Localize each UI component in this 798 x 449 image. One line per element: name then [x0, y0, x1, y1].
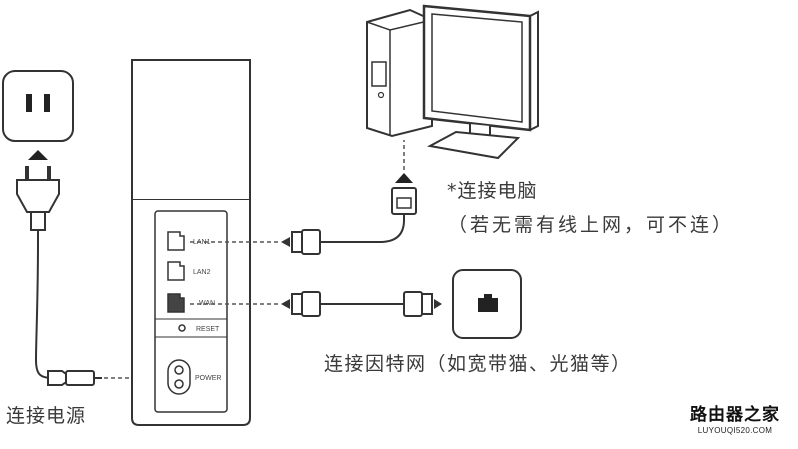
power-jack-label: POWER [195, 375, 221, 382]
power-plug-icon [16, 166, 60, 240]
brand-name: 路由器之家 [690, 405, 780, 425]
internet-label: 连接因特网（如宽带猫、光猫等） [324, 353, 632, 375]
wall-socket-icon [2, 70, 74, 142]
modem-icon [452, 269, 522, 339]
wan-port [167, 293, 185, 313]
power-label: 连接电源 [6, 405, 87, 427]
wan-rj45-plug-icon [291, 291, 321, 317]
lan-arrow-icon [281, 237, 290, 247]
modem-arrow-icon [434, 299, 442, 309]
computer-icon [366, 4, 539, 160]
power-cable [34, 239, 53, 379]
brand-url: LUYOUQI520.COM [697, 426, 773, 435]
computer-arrow-icon [395, 173, 413, 183]
power-jack [167, 359, 191, 395]
lan1-port [167, 231, 185, 251]
wan-arrow-icon [281, 299, 290, 309]
lan-cable [320, 214, 405, 243]
modem-rj45-plug-icon [403, 291, 433, 317]
lan1-port-label: LAN1 [193, 239, 211, 246]
computer-note-label: （若无需有线上网，可不连） [448, 214, 735, 236]
reset-label: RESET [196, 326, 220, 333]
computer-label: *连接电脑 [447, 180, 538, 202]
power-connector-icon [47, 370, 102, 386]
lan2-port [167, 261, 185, 281]
lan2-port-label: LAN2 [193, 269, 211, 276]
socket-arrow-icon [28, 150, 48, 160]
brand-logo: 路由器之家 LUYOUQI520.COM [690, 407, 780, 435]
lan-rj45-plug-icon [291, 229, 321, 255]
router-device [131, 59, 251, 426]
reset-button [178, 324, 186, 332]
computer-rj45-plug-icon [391, 187, 417, 215]
